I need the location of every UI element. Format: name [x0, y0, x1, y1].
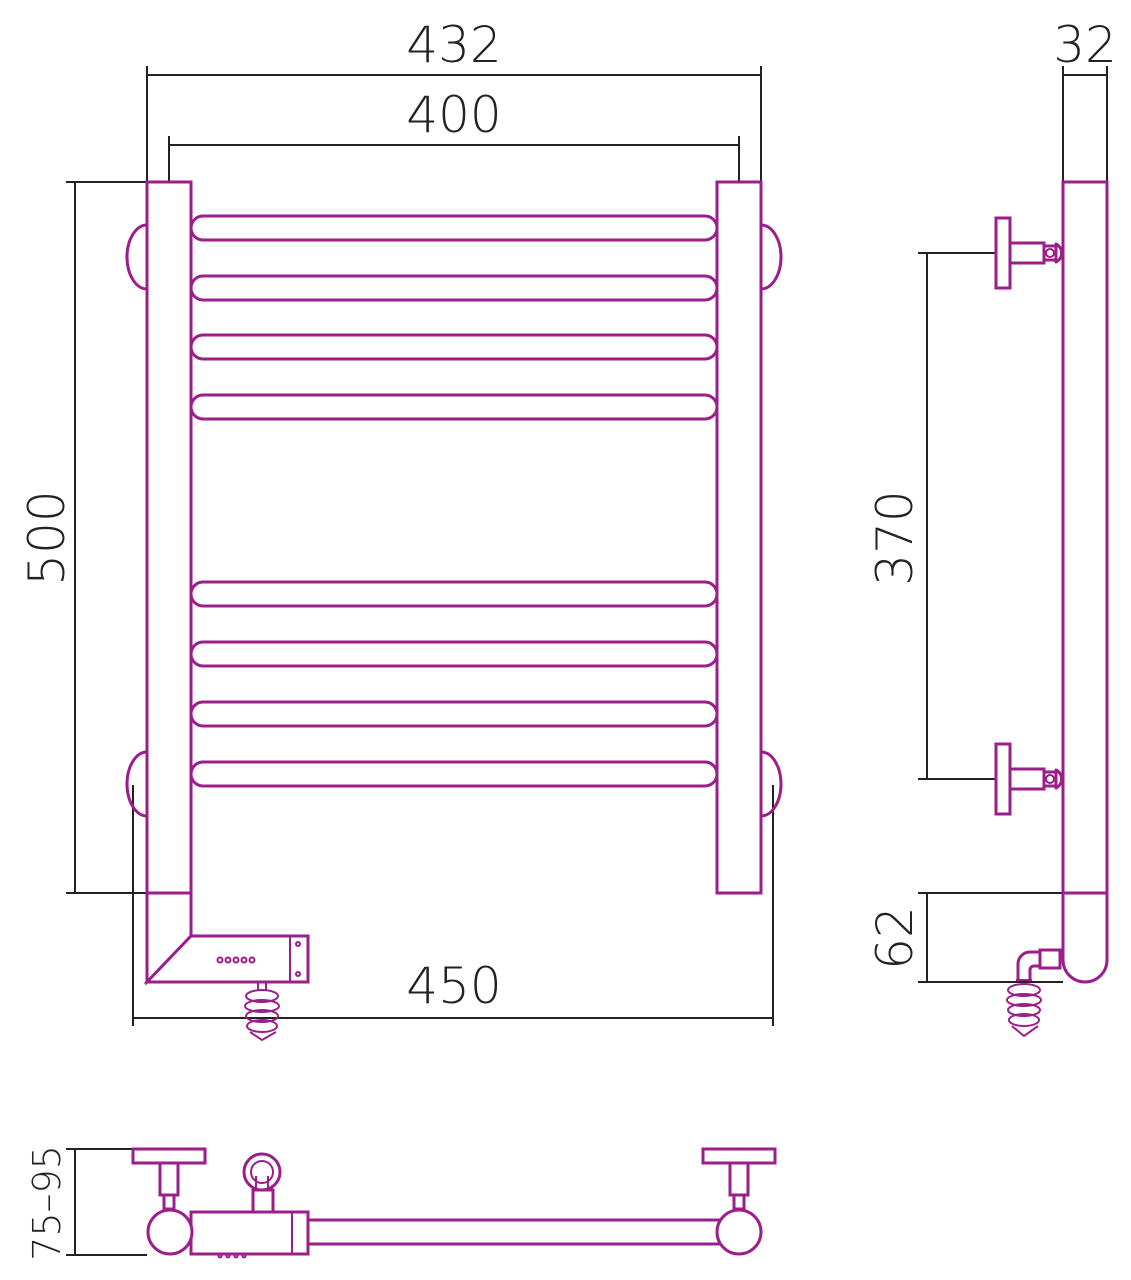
dimension-mount-spacing: 370 — [866, 252, 996, 780]
top-post-left — [146, 1208, 194, 1256]
top-view-heater-knob — [242, 1152, 282, 1214]
top-view-dots — [217, 1253, 247, 1259]
side-view: 32 370 62 — [866, 16, 1117, 1038]
dimension-bottom-offset: 62 — [866, 892, 1063, 983]
bracket-top-left — [125, 223, 149, 291]
dim-label-400: 400 — [406, 86, 501, 144]
dim-label-432: 432 — [406, 16, 501, 74]
heating-element-housing — [143, 934, 310, 984]
top-wall-plate-right — [701, 1147, 777, 1165]
side-bracket-bottom — [994, 742, 1064, 816]
crossbar-6 — [189, 640, 719, 668]
dimension-total-width: 450 — [132, 785, 774, 1026]
dimension-wall-gap: 75–95 — [25, 1145, 147, 1261]
side-heater-connector — [1006, 948, 1062, 1038]
dim-label-75-95: 75–95 — [25, 1145, 69, 1261]
side-post — [1061, 180, 1109, 984]
top-post-right — [715, 1208, 763, 1256]
dimension-center-distance: 400 — [168, 86, 740, 182]
crossbar-5 — [189, 580, 719, 608]
left-post — [145, 180, 193, 895]
dim-label-62: 62 — [866, 906, 924, 970]
dim-label-500: 500 — [18, 490, 76, 585]
dim-label-450: 450 — [406, 957, 501, 1015]
crossbar-8 — [189, 760, 719, 788]
bracket-top-right — [759, 223, 783, 291]
crossbar-7 — [189, 700, 719, 728]
dim-label-370: 370 — [866, 490, 924, 585]
crossbar-1 — [189, 214, 719, 242]
dimension-depth: 32 — [1053, 16, 1117, 182]
crossbar-2 — [189, 274, 719, 302]
bracket-bottom-right — [759, 750, 783, 818]
top-view-heater-housing — [189, 1210, 310, 1256]
top-wall-plate-left — [131, 1147, 207, 1165]
crossbar-3 — [189, 333, 719, 361]
crossbars — [189, 214, 719, 788]
top-view: 75–95 — [25, 1145, 777, 1261]
indicator-dots — [216, 956, 256, 964]
bracket-bottom-left — [125, 750, 149, 818]
dimension-overall-width: 432 — [146, 16, 762, 182]
power-cord-coil — [244, 982, 280, 1042]
dimension-height: 500 — [18, 181, 147, 894]
crossbar-4 — [189, 393, 719, 421]
side-bracket-top — [994, 216, 1064, 290]
dim-label-32: 32 — [1053, 16, 1117, 74]
front-view: 432 400 500 450 — [18, 16, 783, 1042]
right-post — [715, 180, 763, 895]
